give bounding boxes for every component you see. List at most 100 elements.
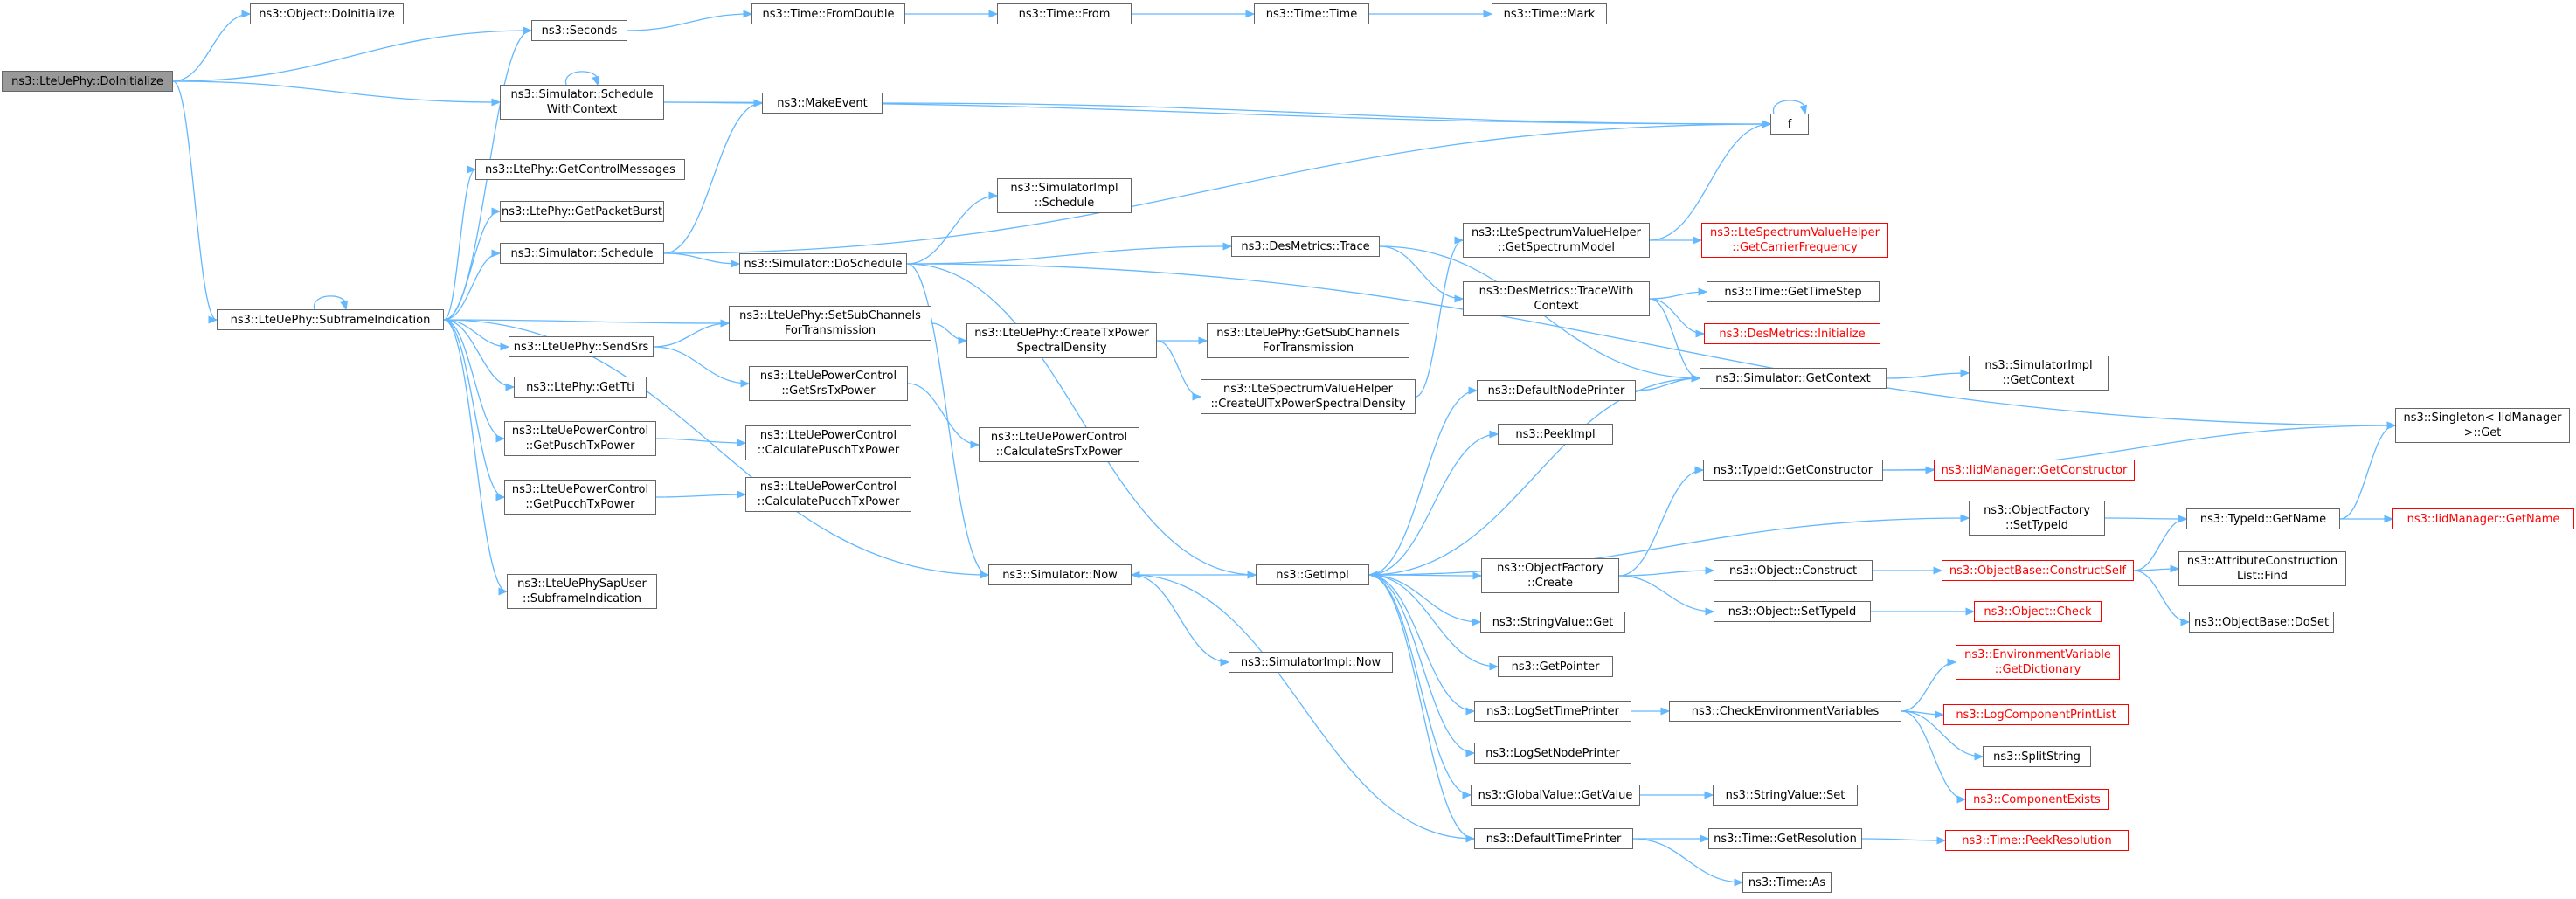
edge-doinitialize-to-schedwith [172, 80, 501, 103]
node-ns3-simulatorimpl-now[interactable]: ns3::SimulatorImpl::Now [1229, 652, 1393, 673]
node-ns3-logsettimeprinter[interactable]: ns3::LogSetTimePrinter [1474, 701, 1631, 722]
edge-subframe-to-sendsrs [443, 319, 509, 348]
node-ns3-iidmanager-getname[interactable]: ns3::IidManager::GetName [2392, 508, 2574, 529]
node-label-line: ns3::LtePhy::GetTti [526, 380, 634, 394]
node-ns3-simulator-schedule[interactable]: ns3::Simulator::Schedule [500, 243, 664, 264]
edge-getimpl-to-defnodeprinter [1368, 390, 1478, 576]
edge-arrowhead [1960, 514, 1970, 522]
node-ns3-objectfactory-settypeid[interactable]: ns3::ObjectFactory::SetTypeId [1969, 501, 2105, 536]
edge-arrowhead [970, 440, 980, 449]
node-label-line: ns3::DefaultTimePrinter [1485, 832, 1622, 846]
node-ns3-lteuepowercontrol-getsrstxpower[interactable]: ns3::LteUePowerControl::GetSrsTxPower [749, 366, 908, 401]
node-ns3-object-check[interactable]: ns3::Object::Check [1974, 601, 2102, 622]
node-ns3-time-gettimestep[interactable]: ns3::Time::GetTimeStep [1707, 281, 1880, 302]
node-label-line: ::GetSrsTxPower [781, 384, 876, 398]
edge-arrowhead [340, 300, 349, 311]
edge-arrowhead [1974, 752, 1984, 761]
node-ns3-lteuephy-doinitialize[interactable]: ns3::LteUePhy::DoInitialize [2, 71, 173, 92]
node-ns3-componentexists[interactable]: ns3::ComponentExists [1965, 789, 2109, 810]
edge-checkenv-to-splitstring [1901, 710, 1984, 757]
edge-arrowhead [491, 207, 502, 216]
node-ns3-defaulttimeprinter[interactable]: ns3::DefaultTimePrinter [1474, 828, 1633, 849]
node-ns3-environmentvariable-getdictionary[interactable]: ns3::EnvironmentVariable::GetDictionary [1956, 645, 2120, 680]
node-label-line: ns3::StringValue::Set [1725, 788, 1845, 802]
node-ns3-typeid-getconstructor[interactable]: ns3::TypeId::GetConstructor [1703, 460, 1883, 481]
node-ns3-ltespectrumvaluehelper-getcarrierfrequency[interactable]: ns3::LteSpectrumValueHelper::GetCarrierF… [1701, 223, 1888, 258]
node-ns3-simulator-doschedule[interactable]: ns3::Simulator::DoSchedule [739, 253, 907, 274]
node-ns3-objectbase-constructself[interactable]: ns3::ObjectBase::ConstructSelf [1942, 560, 2134, 581]
node-ns3-time-as[interactable]: ns3::Time::As [1742, 872, 1832, 893]
node-ns3-object-settypeid[interactable]: ns3::Object::SetTypeId [1714, 601, 1871, 622]
node-label-line: ns3::ObjectFactory [1497, 562, 1603, 575]
node-ns3-lteuepowercontrol-getpuschtxpower[interactable]: ns3::LteUePowerControl::GetPuschTxPower [504, 421, 656, 456]
node-label-line: ns3::Simulator::GetContext [1715, 371, 1871, 385]
node-ns3-object-construct[interactable]: ns3::Object::Construct [1714, 560, 1873, 581]
node-ns3-time-time[interactable]: ns3::Time::Time [1254, 3, 1369, 24]
node-ns3-lteuephy-sendsrs[interactable]: ns3::LteUePhy::SendSrs [509, 336, 654, 357]
node-ns3-ltephy-gettti[interactable]: ns3::LtePhy::GetTti [514, 377, 647, 398]
node-ns3-stringvalue-get[interactable]: ns3::StringValue::Get [1480, 612, 1625, 633]
edge-arrowhead [1483, 10, 1493, 18]
edge-subframe-to-getpucch [443, 319, 505, 498]
node-ns3-objectbase-doset[interactable]: ns3::ObjectBase::DoSet [2189, 612, 2334, 633]
node-ns3-simulatorimpl-schedule[interactable]: ns3::SimulatorImpl::Schedule [997, 178, 1132, 213]
node-ns3-logcomponentprintlist[interactable]: ns3::LogComponentPrintList [1943, 704, 2129, 725]
node-label-line: ns3::DesMetrics::TraceWith [1478, 285, 1634, 298]
edge-tracewith-to-getcontext [1649, 298, 1700, 379]
node-ns3-time-fromdouble[interactable]: ns3::Time::FromDouble [751, 3, 905, 24]
node-ns3-desmetrics-initialize[interactable]: ns3::DesMetrics::Initialize [1704, 323, 1880, 344]
edge-getcontext-to-implgetctx [1886, 372, 1970, 379]
node-ns3-lteuepowercontrol-calculatepuschtxpower[interactable]: ns3::LteUePowerControl::CalculatePuschTx… [745, 425, 911, 460]
node-f[interactable]: f [1770, 114, 1809, 135]
node-ns3-ltespectrumvaluehelper-getspectrummodel[interactable]: ns3::LteSpectrumValueHelper::GetSpectrum… [1463, 223, 1650, 258]
node-label-line: ns3::SimulatorImpl::Now [1240, 655, 1381, 669]
node-ns3-ltephy-getpacketburst[interactable]: ns3::LtePhy::GetPacketBurst [500, 201, 664, 222]
edge-getimpl-to-peekimpl [1368, 433, 1499, 576]
node-ns3-globalvalue-getvalue[interactable]: ns3::GlobalValue::GetValue [1471, 785, 1640, 806]
node-ns3-peekimpl[interactable]: ns3::PeekImpl [1498, 424, 1613, 445]
node-ns3-typeid-getname[interactable]: ns3::TypeId::GetName [2186, 508, 2340, 529]
node-ns3-time-peekresolution[interactable]: ns3::Time::PeekResolution [1945, 830, 2129, 851]
node-ns3-desmetrics-trace[interactable]: ns3::DesMetrics::Trace [1231, 236, 1380, 257]
node-ns3-ltephy-getcontrolmessages[interactable]: ns3::LtePhy::GetControlMessages [475, 159, 685, 180]
node-ns3-object-doinitialize[interactable]: ns3::Object::DoInitialize [250, 3, 404, 24]
node-ns3-ltespectrumvaluehelper-createultxpowerspectraldensity[interactable]: ns3::LteSpectrumValueHelper::CreateUlTxP… [1201, 379, 1416, 414]
node-ns3-lteuephysapuser-subframeindication[interactable]: ns3::LteUePhySapUser::SubframeIndication [507, 574, 657, 609]
node-ns3-checkenvironmentvariables[interactable]: ns3::CheckEnvironmentVariables [1669, 701, 1901, 722]
node-ns3-makeevent[interactable]: ns3::MakeEvent [762, 93, 883, 114]
node-ns3-lteuepowercontrol-calculatesrstxpower[interactable]: ns3::LteUePowerControl::CalculateSrsTxPo… [979, 427, 1139, 462]
node-label-line: ns3::LogComponentPrintList [1956, 708, 2116, 722]
node-ns3-getpointer[interactable]: ns3::GetPointer [1498, 656, 1613, 677]
node-label-line: ns3::Singleton< IidManager [2403, 411, 2562, 425]
node-ns3-logsetnodeprinter[interactable]: ns3::LogSetNodePrinter [1474, 743, 1631, 764]
edge-arrowhead [208, 315, 218, 324]
edge-arrowhead [753, 99, 764, 107]
node-ns3-singleton-iidmanager-get[interactable]: ns3::Singleton< IidManager>::Get [2395, 408, 2570, 443]
node-ns3-lteuepowercontrol-calculatepucchtxpower[interactable]: ns3::LteUePowerControl::CalculatePucchTx… [745, 477, 911, 512]
node-ns3-objectfactory-create[interactable]: ns3::ObjectFactory::Create [1481, 558, 1619, 593]
node-label-line: ns3::LtePhy::GetControlMessages [485, 163, 675, 176]
edge-arrowhead [491, 98, 502, 107]
edge-arrowhead [1454, 236, 1465, 245]
node-ns3-simulatorimpl-getcontext[interactable]: ns3::SimulatorImpl::GetContext [1969, 356, 2109, 391]
node-ns3-time-mark[interactable]: ns3::Time::Mark [1492, 3, 1607, 24]
node-ns3-defaultnodeprinter[interactable]: ns3::DefaultNodePrinter [1477, 380, 1636, 401]
node-ns3-seconds[interactable]: ns3::Seconds [531, 20, 627, 41]
node-ns3-stringvalue-set[interactable]: ns3::StringValue::Set [1713, 785, 1858, 806]
node-ns3-getimpl[interactable]: ns3::GetImpl [1256, 564, 1369, 585]
node-ns3-time-from[interactable]: ns3::Time::From [997, 3, 1132, 24]
node-ns3-lteuepowercontrol-getpucchtxpower[interactable]: ns3::LteUePowerControl::GetPucchTxPower [504, 480, 656, 515]
node-ns3-simulator-getcontext[interactable]: ns3::Simulator::GetContext [1700, 368, 1887, 389]
node-ns3-time-getresolution[interactable]: ns3::Time::GetResolution [1708, 828, 1862, 849]
node-ns3-splitstring[interactable]: ns3::SplitString [1983, 746, 2091, 767]
node-ns3-iidmanager-getconstructor[interactable]: ns3::IidManager::GetConstructor [1934, 460, 2135, 481]
node-ns3-lteuephy-subframeindication[interactable]: ns3::LteUePhy::SubframeIndication [217, 309, 444, 330]
node-ns3-simulator-now[interactable]: ns3::Simulator::Now [988, 564, 1132, 585]
